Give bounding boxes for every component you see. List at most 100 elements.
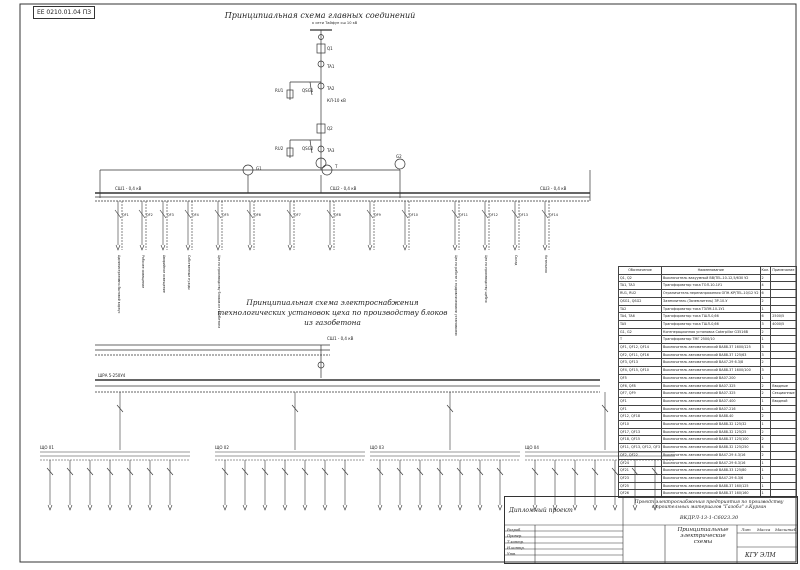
table-cell (770, 296, 797, 306)
load-label: Склад (514, 255, 518, 266)
role-label: Т.контр. (507, 540, 525, 544)
load-label: Рабочее освещение (141, 255, 145, 288)
table-cell: 4 (759, 281, 772, 291)
table-cell: 1 (759, 373, 772, 383)
table-cell: Выключатель автоматический ВА07-216 (661, 404, 761, 414)
role-label: Н.контр. (507, 546, 525, 550)
table-cell: 4 (759, 443, 772, 452)
sheet-name: Принципиальные электрические схемы (677, 527, 729, 545)
arrester-ru2 (286, 147, 294, 157)
table-cell: Выключатель вакуумный ВВ/TEL-10-12,5/630… (661, 273, 761, 283)
load-label: Котельная (544, 255, 548, 273)
table-cell: Выключатель автоматический ВА88-37 125/1… (661, 435, 761, 445)
feeder-label: QF2 (146, 213, 153, 217)
table-cell: 1 (759, 420, 772, 429)
table-cell: TA1, TA3 (617, 281, 663, 291)
table-cell (770, 450, 797, 460)
project-name: Проект электроснабжения предприятия по п… (634, 500, 784, 510)
main-feeders (114, 201, 550, 251)
table-cell: QF25 (617, 481, 663, 491)
table-cell: Вводной (770, 396, 797, 406)
table-cell (770, 435, 797, 445)
scheme-label: T (334, 164, 338, 169)
feeder (114, 201, 123, 251)
table-cell: Выключатель автоматический ВА07-200 (661, 373, 761, 383)
feeder (481, 201, 490, 251)
table-cell: QF23 (617, 474, 663, 483)
ta2-icon (317, 82, 325, 90)
table-cell (770, 458, 797, 468)
table-cell: QF4, QF15, QF10 (617, 366, 663, 375)
scheme-label: TA1 (326, 64, 335, 69)
table-cell: 3 (759, 366, 772, 375)
table-cell: 3 (759, 350, 772, 360)
table-cell: QF2, QF11, QF16 (617, 350, 663, 360)
table-cell: QF10 (617, 420, 663, 429)
title-block-grid (505, 497, 797, 563)
table-cell: 1 (759, 335, 772, 345)
feeder-label: QF6 (254, 213, 261, 217)
table-cell (770, 489, 797, 499)
table-cell: QF24 (617, 458, 663, 468)
feeder (366, 201, 375, 251)
panel-label: ЩО 01 (40, 445, 54, 450)
feeder-label: QF12 (489, 213, 498, 217)
table-cell: QF12, QF18 (617, 412, 663, 422)
table-cell: Секционные (770, 389, 797, 398)
table-cell: Трансформатор тока ТЗЛМ-10-1У1 (661, 304, 761, 314)
workshop-supply-scheme (95, 344, 600, 393)
feeder-label: QF9 (374, 213, 381, 217)
table-cell: 1 (759, 481, 772, 491)
table-cell (770, 358, 797, 368)
title-second: Принципиальная схема электроснабжения те… (217, 298, 448, 327)
table-cell: T (617, 335, 663, 345)
generator-g2 (394, 158, 406, 170)
ta1-icon (317, 60, 325, 68)
table-cell: QF11, QF13, QF12, QF3 (617, 443, 663, 452)
table-cell: QF5 (617, 373, 663, 383)
scheme-label: Q1 (327, 46, 333, 51)
arrester-ru1 (286, 89, 294, 99)
table-cell: Трансформатор ТМГ 2500/10 (661, 335, 761, 345)
scale-col: Масштаб (775, 527, 797, 532)
table-cell: Трансформатор тока ТШЛ-0,66 (661, 319, 761, 329)
table-cell: Трансформатор тока ТШЛ-0,66 (661, 312, 761, 321)
table-cell (770, 481, 797, 491)
breaker-q2 (316, 123, 326, 134)
panel (40, 392, 190, 511)
spec-header: Обозначение (617, 266, 663, 275)
feeder (286, 201, 295, 251)
table-cell: 2 (759, 389, 772, 398)
scheme-label: RU1 (275, 88, 284, 93)
table-cell: RU1, RU2 (617, 289, 663, 298)
table-cell: 2 (759, 435, 772, 445)
bus-label: СШ2 - 0,4 кВ (330, 186, 357, 191)
table-cell: QF21 (617, 466, 663, 475)
table-cell: QF6, QF8 (617, 381, 663, 391)
table-cell: 1 (759, 304, 772, 314)
table-cell: Выключатель автоматический ВА88-37 160/1… (661, 489, 761, 499)
table-cell (770, 474, 797, 483)
feeder (401, 201, 410, 251)
table-cell: 1 (759, 466, 772, 475)
panel-label: ЩО 04 (525, 445, 539, 450)
feeder-label: QF11 (459, 213, 468, 217)
doc-code: ВКДРЛ-13-1-С6023.30 (679, 515, 739, 521)
load-label: Аварийное освещение (162, 255, 166, 293)
feeder-label: QF1 (122, 213, 129, 217)
spec-header: Кол. (759, 266, 772, 275)
feeder (214, 201, 223, 251)
bus-label: СШ1 - 0,4 кВ (115, 186, 142, 191)
